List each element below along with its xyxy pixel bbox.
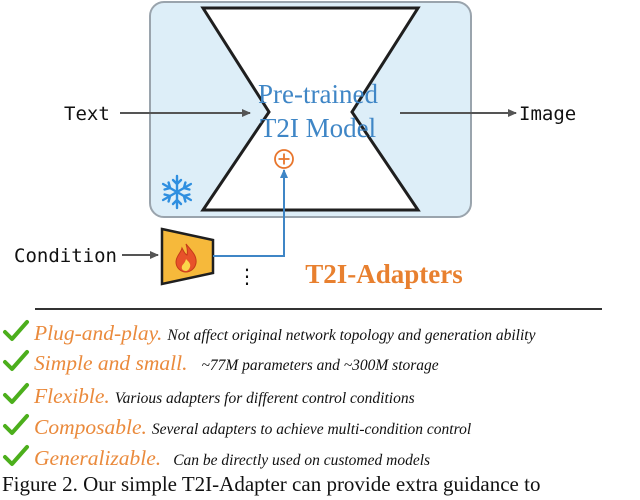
model-label-line2: T2I Model xyxy=(260,113,376,143)
feature-description: Various adapters for different control c… xyxy=(114,390,415,407)
check-icon xyxy=(3,414,29,435)
feature-title: Generalizable. xyxy=(34,446,162,470)
feature-description: Not affect original network topology and… xyxy=(167,327,536,344)
feature-title: Flexible. xyxy=(34,384,110,408)
fire-icon xyxy=(175,243,197,273)
more-adapters-ellipsis: ⋮ xyxy=(237,264,257,288)
feature-title: Composable. xyxy=(34,415,147,439)
feature-title: Plug-and-play. xyxy=(34,321,163,345)
check-icon xyxy=(3,350,29,371)
feature-description: Several adapters to achieve multi-condit… xyxy=(151,421,472,438)
feature-item: Flexible. Various adapters for different… xyxy=(2,377,638,408)
check-icon xyxy=(3,445,29,466)
model-label-line1: Pre-trained xyxy=(258,79,378,109)
image-output-label: Image xyxy=(519,103,576,125)
adapters-title: T2I-Adapters xyxy=(305,259,463,289)
architecture-diagram: Pre-trained T2I Model Text Image Conditi… xyxy=(14,1,602,310)
figure-caption: Figure 2. Our simple T2I-Adapter can pro… xyxy=(2,472,541,496)
feature-description: ~77M parameters and ~300M storage xyxy=(201,357,439,374)
feature-title: Simple and small. xyxy=(34,351,188,375)
adapter-guidance-arrow xyxy=(213,169,288,257)
feature-item: Composable. Several adapters to achieve … xyxy=(2,408,638,439)
check-icon xyxy=(3,383,29,404)
snowflake-icon xyxy=(161,174,193,210)
feature-item: Plug-and-play. Not affect original netwo… xyxy=(2,314,638,345)
text-input-label: Text xyxy=(64,103,110,125)
feature-item: Generalizable. Can be directly used on c… xyxy=(2,439,638,470)
model-hourglass xyxy=(200,6,421,212)
condition-input-label: Condition xyxy=(14,245,117,267)
check-icon xyxy=(3,320,29,341)
circle-plus-icon xyxy=(274,149,294,169)
feature-item: Simple and small. ~77M parameters and ~3… xyxy=(2,344,638,375)
feature-description: Can be directly used on customed models xyxy=(173,452,431,469)
